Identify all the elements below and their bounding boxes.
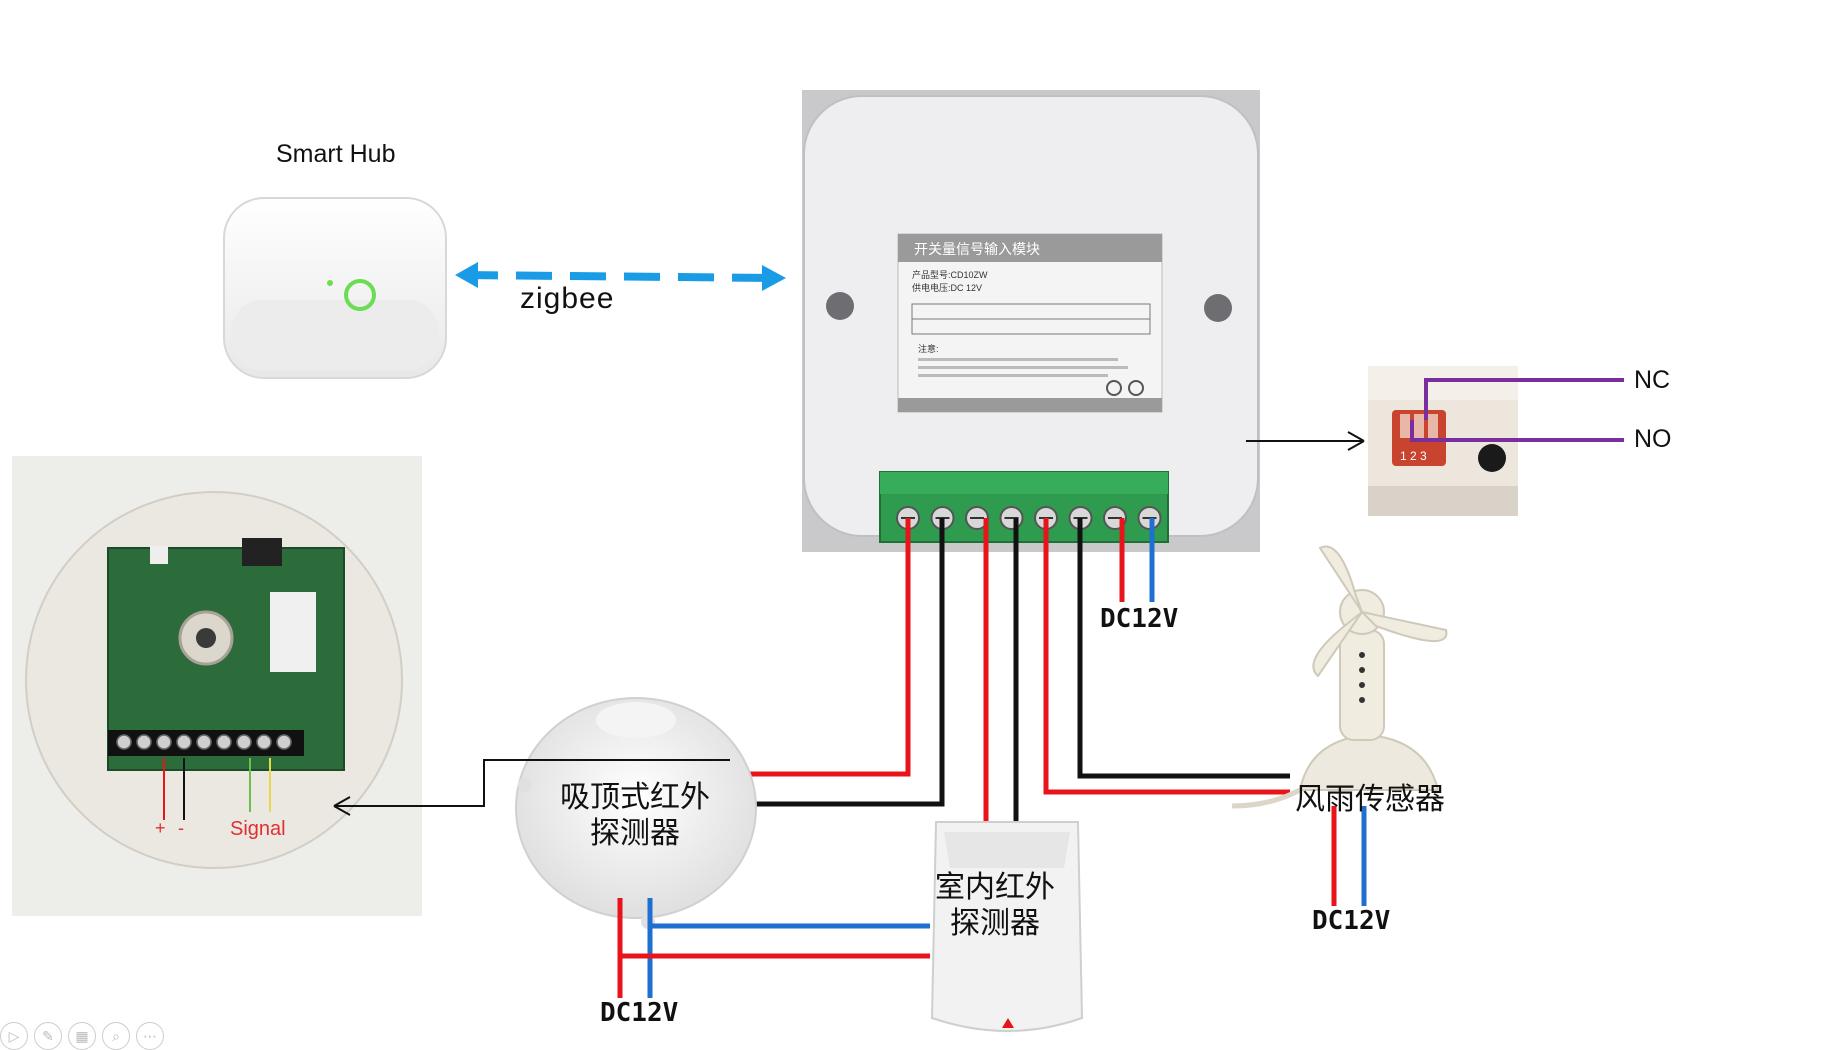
nc-label: NC [1634,366,1671,394]
no-label: NO [1634,425,1672,453]
nc-no-leads [1410,378,1624,442]
mount-hole-left-icon [826,292,854,320]
zigbee-link-arrow [455,262,786,291]
pcb-pin-icon [276,734,292,750]
wind-sensor-power-wires [1331,806,1367,906]
pcb-pin-icon [216,734,232,750]
indoor-pir-detector [930,821,1084,1032]
mount-hole-right-icon [1204,294,1232,322]
module-voltage-line: 供电电压:DC 12V [912,282,982,293]
module-to-relay-arrow [1246,431,1365,451]
grid-icon[interactable]: ▦ [68,1022,96,1050]
play-icon[interactable]: ▷ [0,1022,28,1050]
pcb-signal-label: Signal [230,818,286,840]
pir-to-pcb-arrow [333,759,730,816]
pen-icon[interactable]: ✎ [34,1022,62,1050]
hub-status-light-icon [344,279,376,311]
ceiling-pir-detector [515,697,757,929]
module-model-line: 产品型号:CD10ZW [912,269,988,280]
ceiling-pir-label: 吸顶式红外探测器 [560,781,710,850]
indoor-pir-label: 室内红外探测器 [935,871,1055,940]
module-power-label: DC12V [1100,604,1179,634]
dip-digits: 1 2 3 [1400,449,1427,463]
zigbee-label: zigbee [520,282,615,315]
pcb-closeup-photo [12,456,422,916]
pcb-pin-icon [136,734,152,750]
ceiling-pir-power-wires [617,898,930,998]
wind-sensor-power-label: DC12V [1312,906,1391,936]
smart-hub-label: Smart Hub [276,140,396,168]
more-icon[interactable]: ⋯ [136,1022,164,1050]
pcb-plus-label: + [155,818,166,838]
pcb-pin-icon [176,734,192,750]
viewer-toolbar: ▷ ✎ ▦ ⌕ ⋯ [0,1022,164,1050]
wind-rain-sensor-label: 风雨传感器 [1295,783,1445,816]
module-note-line: 注意: [918,343,939,354]
pcb-pin-icon [236,734,252,750]
pcb-pin-icon [116,734,132,750]
module-wires [730,518,1290,822]
pcb-pin-icon [256,734,272,750]
pir-power-label: DC12V [600,998,679,1028]
relay-button-icon [1478,444,1506,472]
smart-hub-device [223,197,447,379]
pcb-terminal-pins [116,734,292,750]
pcb-pin-icon [156,734,172,750]
module-label-title: 开关量信号输入模块 [914,241,1040,257]
input-module: 开关量信号输入模块 产品型号:CD10ZW 供电电压:DC 12V 注意: [802,90,1260,552]
pcb-pin-icon [196,734,212,750]
pcb-minus-label: - [178,818,184,838]
zoom-icon[interactable]: ⌕ [102,1022,130,1050]
wind-rain-sensor [1231,545,1448,809]
pcb-leads [163,758,271,820]
